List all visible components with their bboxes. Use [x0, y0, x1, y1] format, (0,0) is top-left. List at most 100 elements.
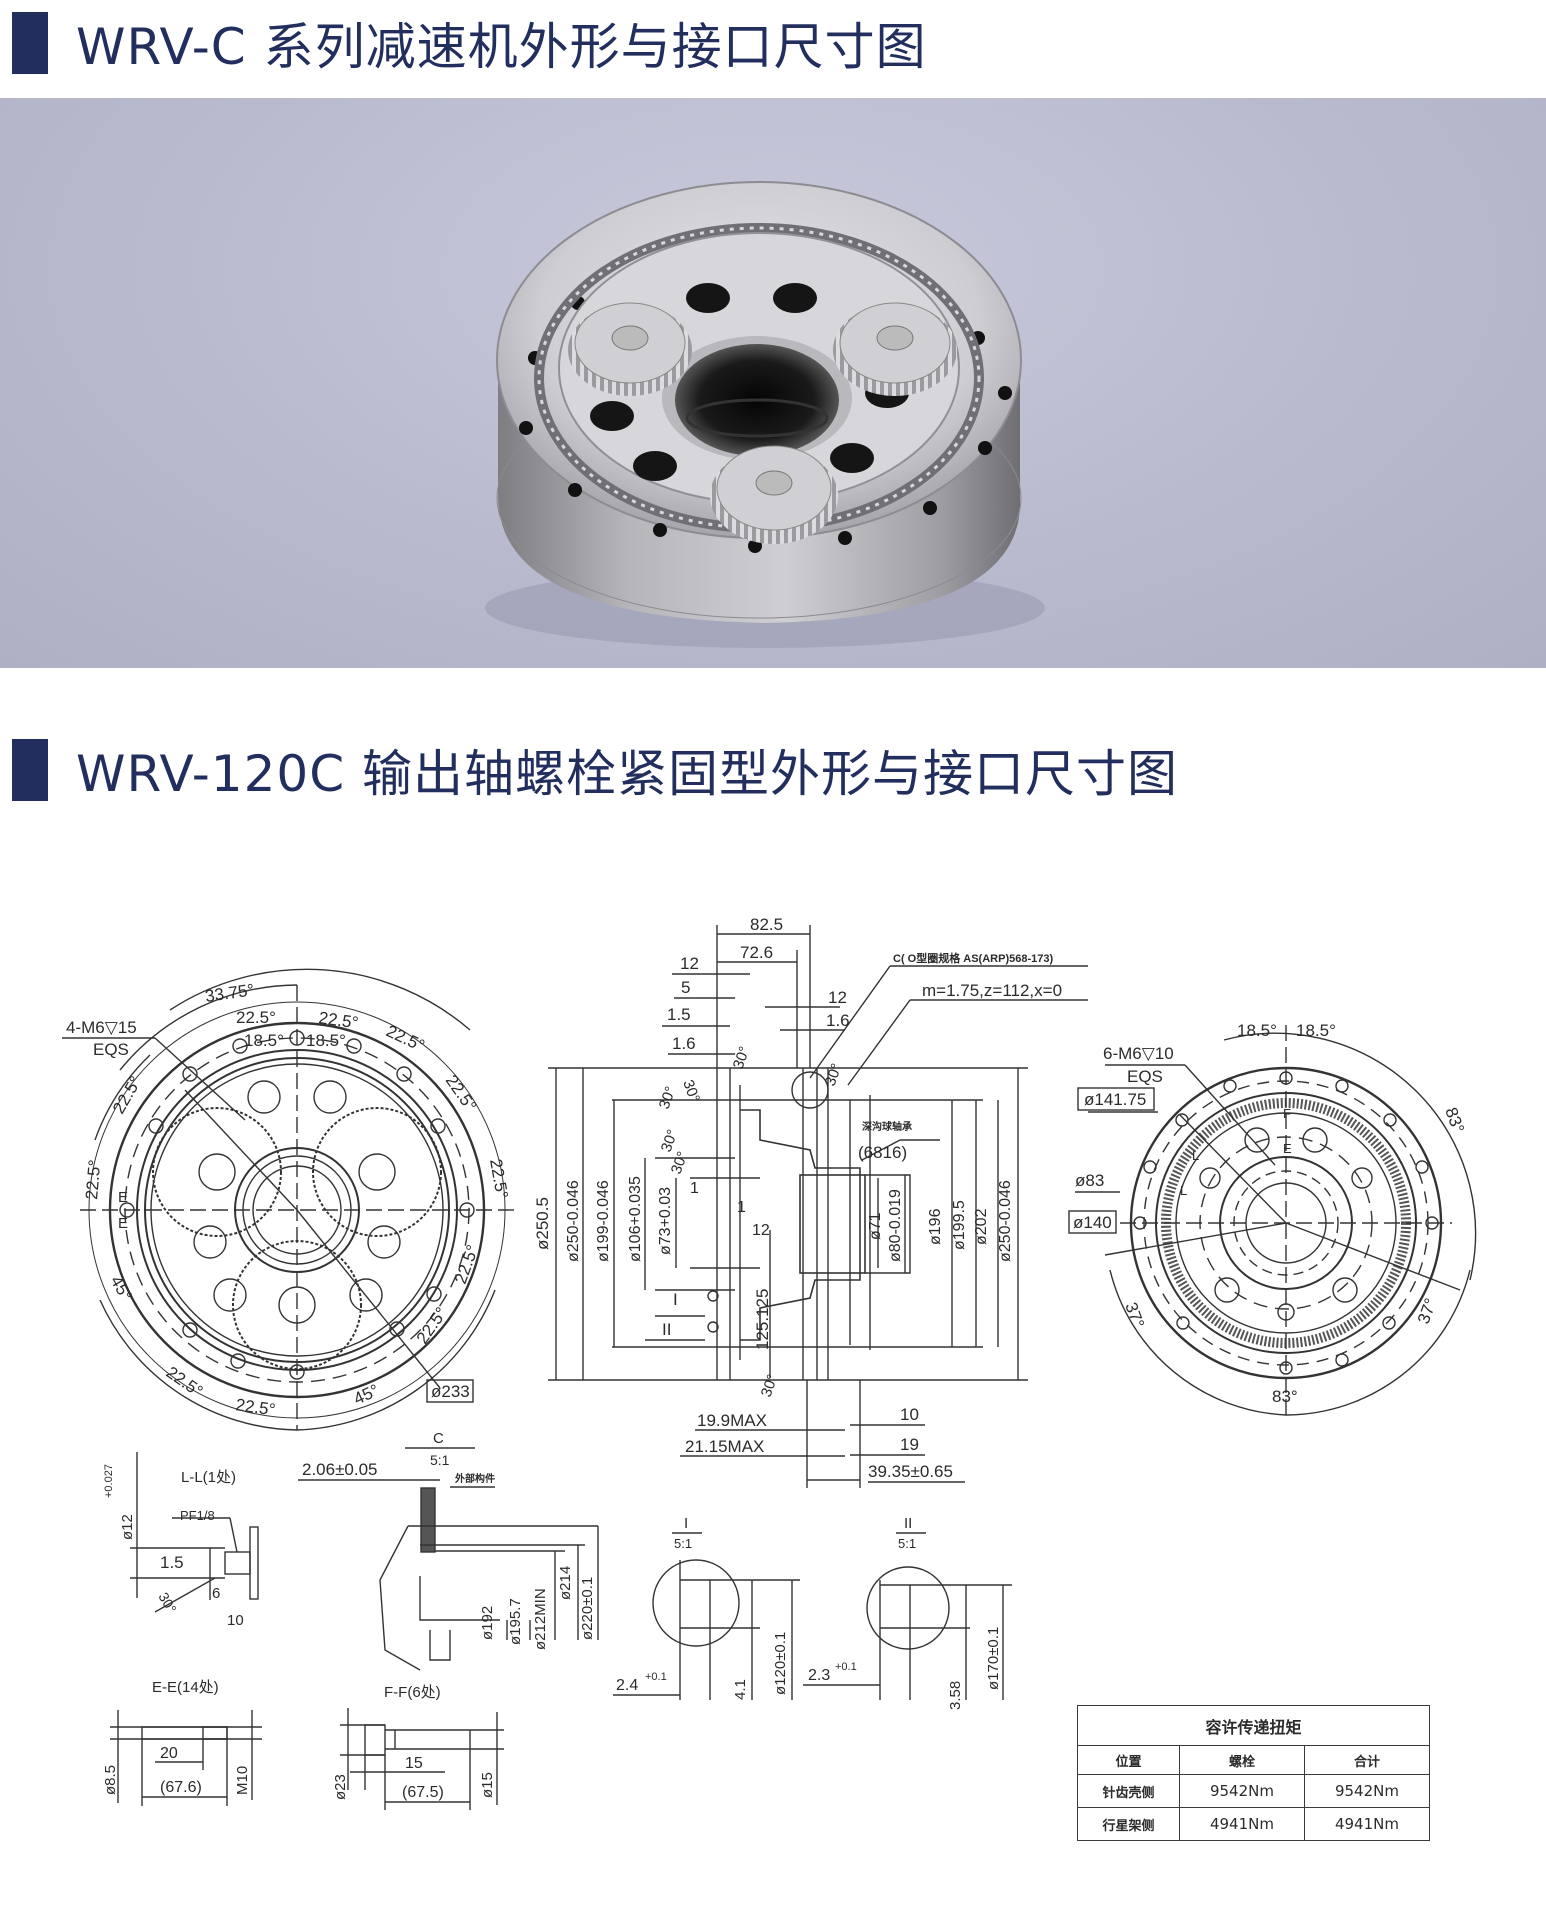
angle-30: 30° [656, 1084, 680, 1111]
dim-39-35: 39.35±0.65 [868, 1462, 953, 1481]
dim-21-15-max: 21.15MAX [685, 1437, 764, 1456]
dim-67-5: (67.5) [402, 1784, 444, 1801]
detail-mark-i: I [673, 1290, 678, 1309]
angle-22-5: 22.5° [234, 1395, 276, 1419]
detail-ii-scale: 5:1 [898, 1536, 916, 1551]
front-view: ø233 4-M6▽15 EQS 33.75° 22.5° 22.5° 18.5… [62, 968, 515, 1431]
diameter-141-75-label: ø141.75 [1084, 1090, 1146, 1109]
dia-73-tol: ø73+0.03 [657, 1187, 674, 1255]
dim-125-125: 125.125 [753, 1289, 772, 1350]
section-mark-e: E [118, 1189, 128, 1206]
product-render-image [0, 98, 1546, 668]
detail-ff-title: F-F(6处) [384, 1684, 441, 1701]
diameter-140-label: ø140 [1073, 1213, 1112, 1232]
dim-2-06: 2.06±0.05 [302, 1460, 378, 1479]
dim-3-58: 3.58 [947, 1681, 964, 1710]
planet-gear-left-icon [568, 302, 692, 396]
dim-12: 12 [680, 954, 699, 973]
side-section-view: 82.5 72.6 12 5 1.5 1.6 12 1.6 C( O型圈规格 A… [533, 915, 1088, 1488]
detail-ll-title: L-L(1处) [181, 1469, 236, 1486]
external-part-note: 外部构件 [454, 1472, 495, 1485]
dim-5: 5 [681, 978, 690, 997]
dia-199-5: ø199.5 [951, 1200, 968, 1250]
dim-1-5: 1.5 [160, 1553, 184, 1572]
bearing-type-note: 深沟球轴承 [862, 1120, 912, 1133]
thread-m10: M10 [234, 1766, 251, 1795]
section-title-model: WRV-120C 输出轴螺栓紧固型外形与接口尺寸图 [0, 735, 1178, 805]
dia-106-tol: ø106+0.035 [627, 1176, 644, 1262]
dim-72-6: 72.6 [740, 943, 773, 962]
row-bolt-torque: 9542Nm [1178, 1774, 1305, 1808]
planet-gear-right-icon [833, 302, 957, 396]
angle-45: 45° [351, 1381, 382, 1409]
dim-1-5: 1.5 [667, 1005, 691, 1024]
table-row: 针齿壳侧 9542Nm 9542Nm [1077, 1774, 1431, 1808]
title-accent-bar [12, 739, 48, 801]
angle-30: 30° [730, 1044, 754, 1071]
detail-i-title: I [684, 1515, 688, 1532]
angle-30: 30° [155, 1590, 179, 1616]
detail-c: C 5:1 2.06±0.05 外部构件 ø192 ø195.7 ø212MIN… [298, 1430, 599, 1671]
dim-10: 10 [900, 1405, 919, 1424]
tol-upper: +0.1 [835, 1661, 857, 1673]
dim-10: 10 [227, 1612, 244, 1629]
dim-1-6: 1.6 [672, 1034, 696, 1053]
dim-19: 19 [900, 1435, 919, 1454]
dim-1: 1 [737, 1199, 746, 1216]
section-mark-e: E [118, 1215, 128, 1232]
detail-mark-ii: II [662, 1320, 671, 1339]
allowable-torque-table: 容许传递扭矩 位置 螺栓 合计 针齿壳侧 9542Nm 9542Nm 行星架侧 … [1077, 1705, 1431, 1841]
row-position: 针齿壳侧 [1077, 1774, 1180, 1808]
dia-250-tol-right: ø250-0.046 [997, 1180, 1014, 1262]
detail-ee-title: E-E(14处) [152, 1679, 219, 1696]
dia-80-tol: ø80-0.019 [887, 1189, 904, 1262]
dim-19-9-max: 19.9MAX [697, 1411, 767, 1430]
angle-22-5: 22.5° [236, 1008, 276, 1027]
dia-212-min: ø212MIN [532, 1588, 549, 1650]
dia-71: ø71 [867, 1212, 884, 1240]
angle-33-75: 33.75° [204, 980, 256, 1006]
angle-83-right: 83° [1441, 1105, 1468, 1136]
diameter-83-label: ø83 [1075, 1171, 1104, 1190]
technical-drawing: ø233 4-M6▽15 EQS 33.75° 22.5° 22.5° 18.5… [0, 880, 1546, 1920]
angle-30: 30° [758, 1372, 782, 1399]
dim-20: 20 [160, 1745, 178, 1762]
angle-22-5: 22.5° [82, 1159, 104, 1200]
column-header-bolt: 螺栓 [1178, 1745, 1305, 1775]
dim-1: 1 [690, 1180, 699, 1197]
dim-67-6: (67.6) [160, 1779, 202, 1796]
column-header-total: 合计 [1303, 1745, 1431, 1775]
dim-1-6-right: 1.6 [826, 1011, 850, 1030]
thread-pf1-8: PF1/8 [180, 1508, 215, 1523]
gear-spec-note: m=1.75,z=112,x=0 [922, 981, 1062, 1000]
angle-37-left: 37° [1121, 1300, 1148, 1331]
dia-250-5: ø250.5 [533, 1197, 552, 1250]
dim-2-3: 2.3 [808, 1667, 830, 1684]
detail-f-f: F-F(6处) ø23 15 (67.5) ø15 [332, 1684, 504, 1810]
section-mark-f: F [1283, 1106, 1291, 1121]
angle-18-5-left: 18.5° [1237, 1021, 1277, 1040]
section-mark-e: E [1283, 1141, 1292, 1156]
angle-18-5: 18.5° [306, 1031, 346, 1050]
detail-c-title: C [433, 1430, 444, 1447]
angle-37-right: 37° [1414, 1296, 1441, 1327]
dim-2-4: 2.4 [616, 1677, 638, 1694]
row-total-torque: 9542Nm [1303, 1774, 1431, 1808]
angle-22-5: 22.5° [383, 1021, 427, 1055]
dim-12-inner: 12 [752, 1222, 770, 1239]
hole-note-4-m6: 4-M6▽15 [66, 1018, 137, 1037]
detail-i-scale: 5:1 [674, 1536, 692, 1551]
dim-12-right: 12 [828, 988, 847, 1007]
section-title-series: WRV-C 系列减速机外形与接口尺寸图 [0, 8, 927, 78]
hole-note-6-m6: 6-M6▽10 [1103, 1044, 1174, 1063]
detail-c-scale: 5:1 [430, 1452, 450, 1468]
dia-214: ø214 [557, 1566, 574, 1600]
reducer-3d-illustration [485, 181, 1045, 648]
dia-23: ø23 [332, 1774, 349, 1800]
angle-30: 30° [679, 1078, 703, 1105]
section-mark-l: L [1180, 1183, 1187, 1198]
angle-30: 30° [668, 1149, 692, 1176]
section-title-text: WRV-120C 输出轴螺栓紧固型外形与接口尺寸图 [76, 745, 1179, 803]
dia-192: ø192 [479, 1606, 496, 1640]
section-title-text: WRV-C 系列减速机外形与接口尺寸图 [76, 18, 927, 76]
